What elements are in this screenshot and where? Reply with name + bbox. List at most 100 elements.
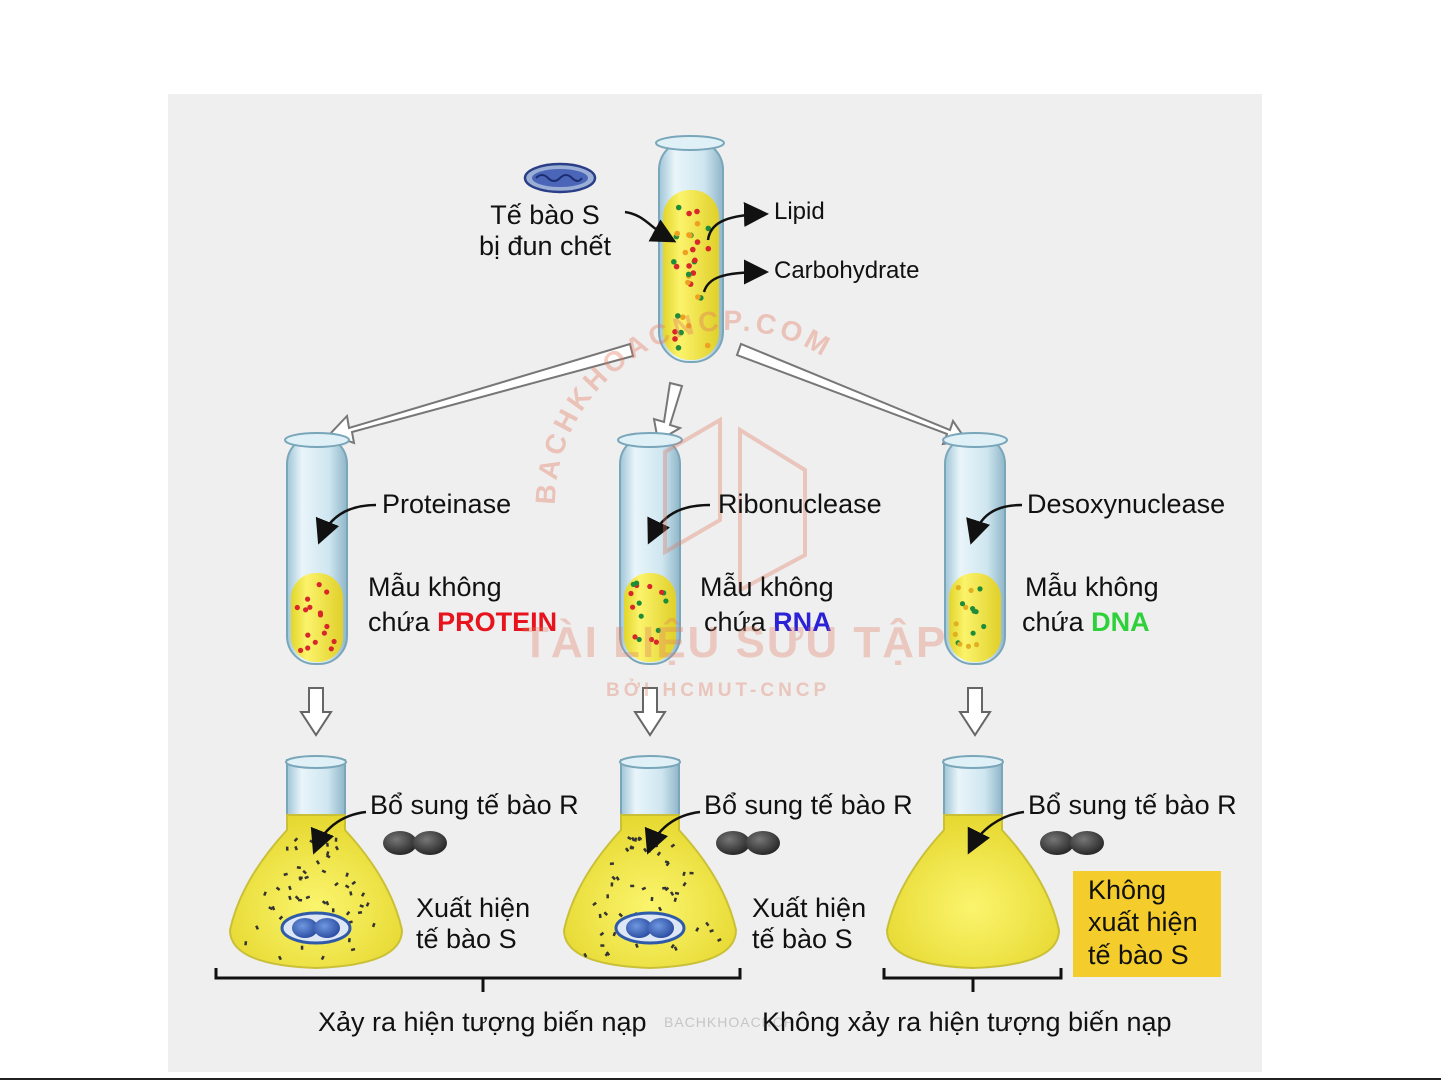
result-label-2-line1: Xuất hiện	[752, 893, 867, 923]
r-cell-speck	[682, 881, 687, 887]
r-cell-speck	[674, 891, 680, 895]
r-cell-speck	[302, 869, 307, 875]
carbohydrate-label: Carbohydrate	[774, 257, 920, 284]
source-label-line2: bị đun chết	[478, 231, 612, 262]
r-cell-speck	[334, 845, 339, 851]
molecule-dot	[305, 596, 311, 602]
missing-protein: PROTEIN	[437, 607, 558, 638]
molecule-dot	[294, 604, 300, 611]
conclusion-transformation: Xảy ra hiện tượng biến nạp	[318, 1007, 647, 1037]
enzyme-test-tube-2	[617, 432, 683, 665]
molecule-dot	[674, 230, 680, 237]
r-cell-speck	[244, 941, 248, 946]
r-cell-speck	[288, 885, 292, 891]
molecule-dot	[705, 245, 712, 252]
r-cell-speck	[305, 895, 311, 900]
r-cell-speck	[293, 837, 299, 843]
molecule-dot	[675, 345, 682, 351]
molecule-dot	[957, 641, 963, 647]
r-cell-speck	[673, 897, 677, 902]
culture-flask-2	[562, 755, 738, 970]
molecule-dot	[959, 601, 966, 607]
watermark-arc-text: BACHKHOACNCP.COM	[530, 305, 839, 506]
add-r-label-3: Bổ sung tế bào R	[1028, 790, 1237, 820]
missing-rna: RNA	[773, 607, 832, 638]
molecule-dot	[680, 314, 686, 321]
r-cell-speck	[603, 911, 609, 917]
r-cell-speck	[294, 845, 298, 851]
molecule-dot	[705, 225, 712, 232]
pointer-arrows-top	[624, 201, 769, 293]
result-label-1-line2: tế bào S	[416, 924, 517, 955]
molecule-dot	[659, 589, 665, 595]
molecule-dot	[630, 604, 636, 610]
s-cell-icon	[614, 911, 686, 945]
molecule-dot	[316, 582, 322, 588]
r-cell-speck	[288, 895, 292, 901]
r-cell-speck	[294, 895, 300, 900]
r-cell-speck	[627, 836, 632, 841]
sample-label-2-prefix: chứa	[704, 607, 774, 638]
result-label-2: Xuất hiện tế bào S	[752, 893, 866, 955]
molecule-dot	[687, 232, 693, 239]
sample-label-3-line1: Mẫu không	[1025, 572, 1159, 602]
molecule-dot	[678, 329, 684, 336]
enzyme-label-desoxynuclease: Desoxynuclease	[1027, 489, 1226, 519]
molecule-dot	[685, 271, 692, 278]
r-cell-speck	[609, 862, 614, 866]
source-label: Tế bào S bị đun chết	[470, 200, 620, 262]
r-cell-speck	[695, 927, 700, 932]
enzyme-test-tube-1	[284, 432, 350, 665]
r-cell-speck	[583, 952, 588, 958]
molecule-dot	[647, 583, 653, 590]
molecule-dot	[955, 585, 961, 591]
result-label-2-line2: tế bào S	[752, 924, 853, 955]
sample-label-2: Mẫu không chứa RNA	[700, 572, 834, 638]
r-cell-speck	[277, 955, 283, 961]
r-cell-speck	[304, 875, 309, 880]
r-cell-speck	[673, 946, 678, 951]
molecule-dot	[628, 590, 634, 597]
r-cell-speck	[344, 884, 350, 889]
r-cell-speck	[717, 937, 722, 943]
molecule-dot	[682, 249, 689, 256]
r-cell-speck	[630, 836, 636, 842]
culture-flask-1	[228, 755, 404, 970]
r-cell-speck	[600, 944, 605, 947]
molecule-dot	[970, 606, 976, 612]
r-cell-speck	[650, 896, 654, 902]
r-cell-speck	[268, 906, 273, 911]
r-cell-speck	[604, 951, 609, 957]
molecule-dot	[690, 270, 697, 276]
r-cell-speck	[360, 892, 366, 897]
r-cell-speck	[637, 836, 643, 841]
molecule-dot	[672, 329, 678, 335]
page-bottom-rule	[0, 1078, 1441, 1080]
molecule-dot	[636, 636, 642, 643]
culture-flask-3	[885, 755, 1061, 970]
molecule-dot	[977, 586, 983, 592]
branch-arrows	[328, 342, 968, 446]
result-label-3: Không xuất hiện tế bào S	[1088, 874, 1198, 971]
molecule-dot	[675, 204, 682, 211]
sample-label-3: Mẫu không chứa DNA	[1022, 572, 1159, 638]
molecule-dot	[690, 246, 696, 253]
molecule-dot	[655, 627, 661, 634]
sample-label-1-prefix: chứa	[368, 607, 438, 638]
missing-dna: DNA	[1091, 607, 1150, 638]
sample-label-1: Mẫu không chứa PROTEIN	[368, 572, 557, 638]
r-cell-speck	[334, 881, 339, 887]
molecule-dot	[675, 313, 681, 319]
r-cell-speck	[592, 901, 597, 907]
molecule-dot	[321, 630, 327, 636]
molecule-dot	[317, 612, 324, 618]
r-cell-speck	[618, 912, 624, 918]
molecule-dot	[636, 600, 642, 606]
watermark-main-text: TÀI LIỆU SƯU TẬP	[522, 618, 948, 667]
result-label-1-line1: Xuất hiện	[416, 893, 531, 923]
molecule-dot	[695, 294, 701, 300]
r-cell-speck	[357, 911, 363, 915]
r-cell-speck	[296, 865, 302, 870]
molecule-dot	[694, 239, 701, 245]
